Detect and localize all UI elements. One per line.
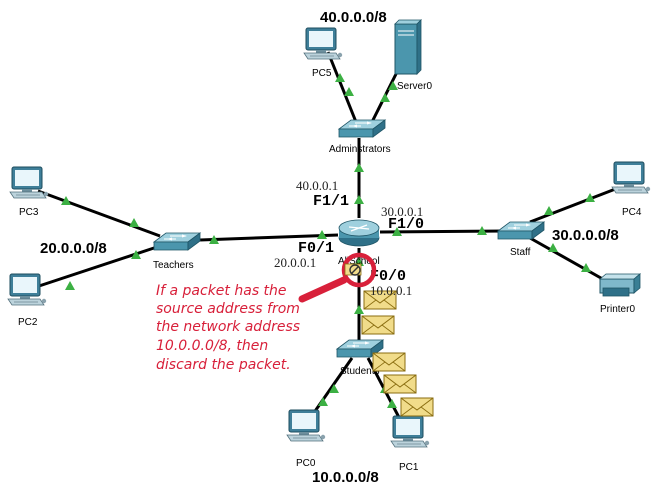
packet-envelope-icon xyxy=(400,397,434,417)
ip-label-f0-1: 20.0.0.1 xyxy=(274,255,316,270)
annotation-line: the network address xyxy=(156,319,300,335)
annotation-line: discard the packet. xyxy=(156,357,291,373)
server0-label: Server0 xyxy=(397,81,432,92)
students-switch[interactable]: Students xyxy=(336,339,384,377)
router-icon xyxy=(338,219,380,247)
staff-switch[interactable]: Staff xyxy=(497,221,545,258)
link-up-icon xyxy=(129,218,139,227)
packets xyxy=(361,290,434,417)
pc-icon xyxy=(303,27,343,60)
pc5-device[interactable]: PC5 xyxy=(303,27,343,79)
pc2-label: PC2 xyxy=(18,317,38,328)
pc-icon xyxy=(286,409,326,442)
link-pc3-teachers xyxy=(37,189,161,238)
teachers-switch-label: Teachers xyxy=(153,260,194,271)
magnifier-icon xyxy=(298,252,377,303)
annotation: If a packet has the source address from … xyxy=(156,283,300,373)
pc0-device[interactable]: PC0 xyxy=(286,409,326,469)
pc4-device[interactable]: PC4 xyxy=(611,161,651,218)
port-label-f0-0: F0/0 xyxy=(370,268,406,285)
link-pc2-teachers xyxy=(35,244,161,289)
pc1-device[interactable]: PC1 xyxy=(390,415,430,473)
link-up-icon xyxy=(544,206,554,215)
link-up-icon xyxy=(354,163,364,172)
link-up-icon xyxy=(318,397,328,406)
link-up-icon xyxy=(380,93,390,102)
annotation-line: 10.0.0.0/8, then xyxy=(156,338,268,354)
link-up-icon xyxy=(344,87,354,96)
link-up-icon xyxy=(354,305,364,314)
pc5-label: PC5 xyxy=(312,68,332,79)
network-label-admin: 40.0.0.0/8 xyxy=(320,9,387,26)
pc-icon xyxy=(7,273,47,306)
link-pc5-admin xyxy=(326,51,358,123)
switch-icon xyxy=(497,221,545,240)
administrators-switch[interactable]: Adminstrators xyxy=(329,119,391,155)
network-label-teachers: 20.0.0.0/8 xyxy=(40,240,107,257)
pc3-device[interactable]: PC3 xyxy=(9,166,49,218)
pc-icon xyxy=(390,415,430,448)
allschool-router[interactable]: AllSchool xyxy=(338,219,380,267)
link-up-icon xyxy=(65,281,75,290)
port-label-f1-1: F1/1 xyxy=(313,193,349,210)
link-staff-printer0 xyxy=(529,236,609,284)
pc-icon xyxy=(9,166,49,199)
ip-label-f1-1: 40.0.0.1 xyxy=(296,178,338,193)
teachers-switch[interactable]: Teachers xyxy=(153,232,201,271)
pc1-label: PC1 xyxy=(399,462,419,473)
packet-envelope-icon xyxy=(372,352,406,372)
port-label-f0-1: F0/1 xyxy=(298,240,334,257)
link-up-icon xyxy=(354,195,364,204)
server0-device[interactable]: Server0 xyxy=(394,19,432,92)
administrators-switch-label: Adminstrators xyxy=(329,144,391,155)
pc4-label: PC4 xyxy=(622,207,642,218)
network-label-students: 10.0.0.0/8 xyxy=(312,469,379,486)
printer0-device[interactable]: Printer0 xyxy=(598,273,642,315)
pc3-label: PC3 xyxy=(19,207,39,218)
switch-icon xyxy=(338,119,386,138)
pc0-label: PC0 xyxy=(296,458,316,469)
staff-switch-label: Staff xyxy=(510,247,531,258)
link-teachers-router xyxy=(199,233,339,242)
pc2-device[interactable]: PC2 xyxy=(7,273,47,328)
pc-icon xyxy=(611,161,651,194)
printer0-label: Printer0 xyxy=(600,304,635,315)
ip-label-f0-0: 10.0.0.1 xyxy=(370,283,412,298)
switch-icon xyxy=(153,232,201,251)
port-label-f1-0: F1/0 xyxy=(388,216,424,233)
annotation-line: If a packet has the xyxy=(156,283,287,299)
link-staff-pc4 xyxy=(529,186,619,224)
ip-label-f1-0: 30.0.0.1 xyxy=(381,204,423,219)
network-label-staff: 30.0.0.0/8 xyxy=(552,227,619,244)
packet-envelope-icon xyxy=(361,315,395,335)
packet-envelope-icon xyxy=(383,374,417,394)
printer-icon xyxy=(598,273,642,297)
server-icon xyxy=(394,19,422,75)
students-switch-label: Students xyxy=(340,366,379,377)
allschool-router-label: AllSchool xyxy=(338,256,380,267)
annotation-line: source address from xyxy=(156,301,300,317)
